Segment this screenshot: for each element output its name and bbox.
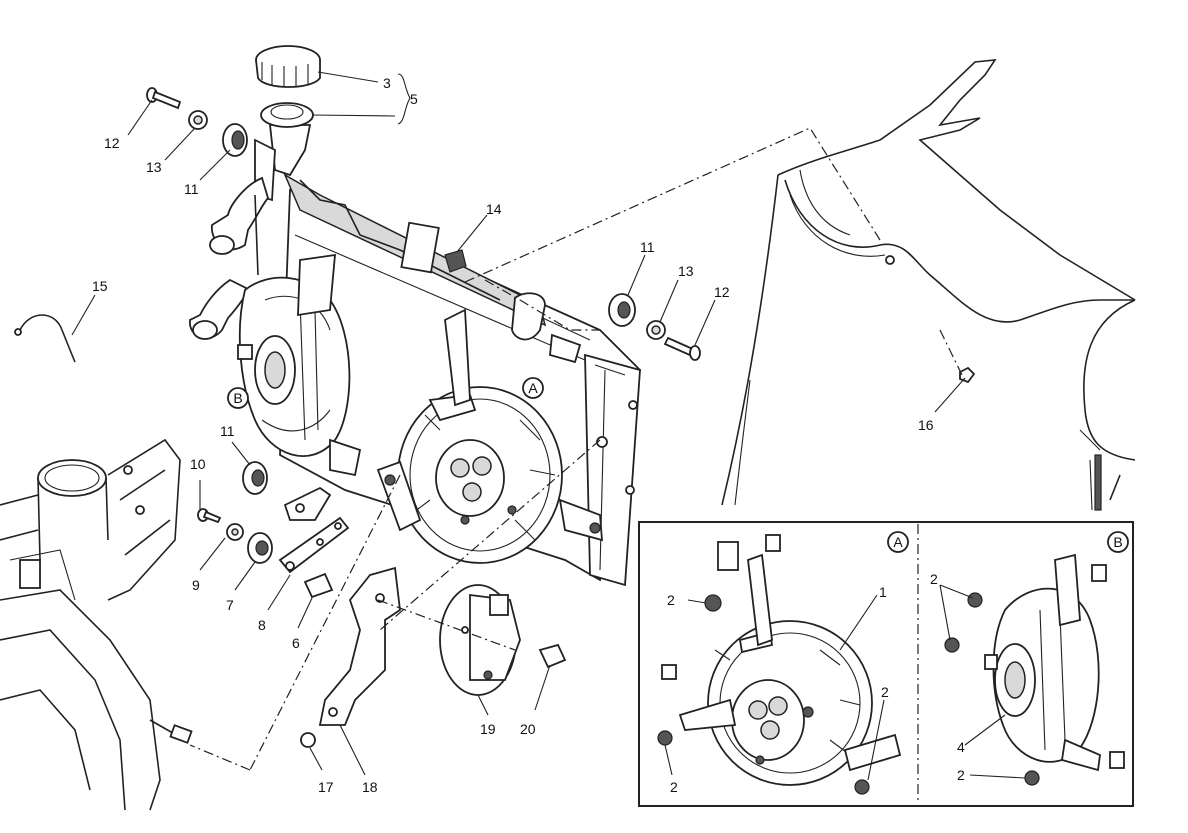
filler-ring [260,102,314,128]
inset-a-callout-2-right: 2 [881,684,889,700]
fan-a [376,308,608,564]
bracket-18 [318,566,401,726]
fan-b [237,253,362,477]
frame-tubes [0,438,193,811]
washer-13-right [646,320,666,340]
callout-16: 16 [918,417,934,433]
callout-12: 12 [104,135,120,151]
washer-13-top [188,110,208,130]
callout-17: 17 [318,779,334,795]
callout-12-right: 12 [714,284,730,300]
inset-a-callout-2-bottom: 2 [670,779,678,795]
fairing-panel [721,59,1136,511]
callout-11-lower: 11 [220,423,235,439]
svg-text:A: A [893,534,903,550]
washer-9 [226,523,244,541]
clamp-15 [14,314,76,363]
filler-neck [189,124,312,340]
callout-9: 9 [192,577,200,593]
callout-11-right: 11 [640,239,655,255]
clip-14 [444,249,467,273]
inset-b-callout-4: 4 [957,739,965,755]
callout-14: 14 [486,201,502,217]
callout-18: 18 [362,779,378,795]
alignment-lines [189,127,963,771]
callout-11: 11 [184,181,199,197]
inset-b-callout-2-bottom: 2 [957,767,965,783]
spacer-6 [303,572,334,599]
bracket-lower-left [283,486,332,521]
inset-a-callout-2-top: 2 [667,592,675,608]
callout-labels: 3 5 12 13 11 14 15 11 13 12 16 11 10 9 7… [92,75,934,795]
view-marker-a-main: A [522,377,544,399]
callout-13: 13 [146,159,162,175]
screw-17 [300,732,316,748]
callout-7: 7 [226,597,234,613]
grommet-11-right [608,293,636,327]
view-marker-b-main: B [227,387,249,409]
screw-12-right [663,336,701,361]
inset-b-view: B 2 4 2 [930,531,1129,786]
plate-8 [278,516,350,574]
callout-3: 3 [383,75,391,91]
callout-5: 5 [410,91,418,107]
leader-lines [71,71,966,776]
inset-a-callout-1: 1 [879,584,887,600]
grommet-11-lower [242,461,268,495]
screw-12-top [146,87,182,110]
grommet-11-top [222,123,248,157]
callout-19: 19 [480,721,496,737]
grommet-7 [247,532,273,564]
callout-8: 8 [258,617,266,633]
inset-a-view: A 2 1 2 2 [657,531,909,795]
callout-10: 10 [190,456,206,472]
svg-text:B: B [233,390,242,406]
callout-6: 6 [292,635,300,651]
callout-20: 20 [520,721,536,737]
screw-10 [197,508,222,524]
inset-b-callout-2-top: 2 [930,571,938,587]
fan-motor-19 [439,584,521,696]
svg-text:A: A [528,380,538,396]
callout-13-right: 13 [678,263,694,279]
svg-text:B: B [1113,534,1122,550]
filler-cap-3 [255,45,321,88]
callout-15: 15 [92,278,108,294]
nut-20 [538,643,567,669]
